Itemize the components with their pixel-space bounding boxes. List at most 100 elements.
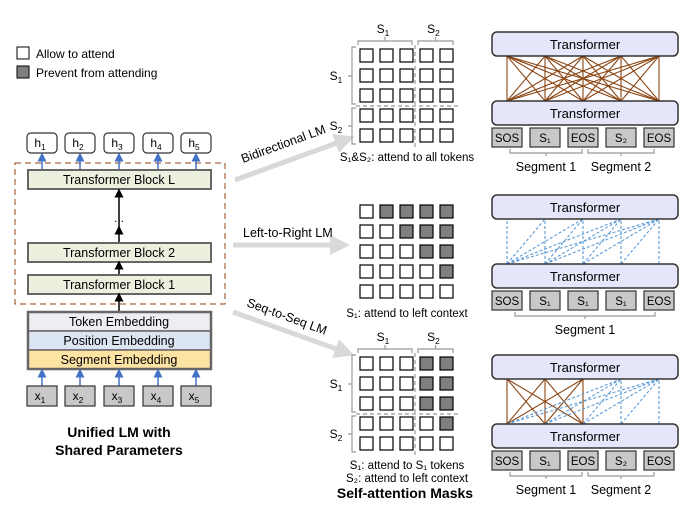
token-box xyxy=(491,290,523,311)
mask-cell-blocked xyxy=(439,264,454,279)
token-label: S₂ xyxy=(615,133,627,145)
attention-edge xyxy=(506,218,622,265)
mask-cell-allowed xyxy=(359,68,374,83)
input-label-x3: x3 xyxy=(112,389,123,405)
token-label: EOS xyxy=(647,296,672,308)
transformer-top-box xyxy=(491,194,679,220)
token-label: EOS xyxy=(571,133,596,145)
token-label: SOS xyxy=(495,296,520,308)
column-label-s1: S1 xyxy=(377,22,390,38)
input-token-box xyxy=(142,385,174,407)
mask-cell-blocked xyxy=(379,204,394,219)
attention-edge xyxy=(506,378,660,425)
attention-edge xyxy=(506,55,622,102)
mask-cell-allowed xyxy=(439,284,454,299)
mask-caption: S₁: attend to S₁ tokens xyxy=(350,460,465,472)
attention-edge xyxy=(506,378,546,425)
token-label: SOS xyxy=(495,456,520,468)
mask-cell-allowed xyxy=(379,284,394,299)
row-bracket-s2 xyxy=(348,415,356,453)
mask-cell-allowed xyxy=(379,264,394,279)
attention-edge xyxy=(620,55,660,102)
output-label-h3: h3 xyxy=(111,136,123,152)
segment-embedding-label: Segment Embedding xyxy=(61,353,178,367)
attention-edge xyxy=(582,55,660,102)
row-label-s1: S1 xyxy=(330,377,343,393)
mask-cell-allowed xyxy=(359,224,374,239)
mask-cell-allowed xyxy=(379,376,394,391)
output-label-h2: h2 xyxy=(72,136,84,152)
output-label-h1: h1 xyxy=(34,136,46,152)
left-to-right-arrow: Left-to-Right LM xyxy=(233,226,350,255)
mask-caption: S₂: attend to left context xyxy=(346,473,469,485)
segment-label: Segment 1 xyxy=(516,160,577,174)
token-label: S₁ xyxy=(615,296,627,308)
position-embedding-label: Position Embedding xyxy=(63,334,174,348)
segment-label: Segment 1 xyxy=(516,483,577,497)
mask-caption: S₁: attend to left context xyxy=(346,308,468,320)
mask-cell-allowed xyxy=(419,48,434,63)
mask-cell-allowed xyxy=(379,48,394,63)
mask-cell-allowed xyxy=(399,88,414,103)
legend-prevent-label: Prevent from attending xyxy=(36,66,157,80)
mask-cell-allowed xyxy=(399,284,414,299)
transformer-top-label: Transformer xyxy=(550,37,621,52)
segment-label: Segment 2 xyxy=(591,160,652,174)
mask-cell-allowed xyxy=(439,68,454,83)
token-box xyxy=(491,127,523,148)
column-bracket-s2 xyxy=(417,37,454,45)
attention-edge xyxy=(506,218,660,265)
mask-cell-blocked xyxy=(439,204,454,219)
input-label-x5: x5 xyxy=(189,389,200,405)
attention-edge xyxy=(506,55,584,102)
token-label: S₂ xyxy=(615,456,627,468)
seq-to-seq-arrow: Seq-to-Seq LM xyxy=(232,296,355,359)
attention-edge xyxy=(544,378,660,425)
objective-arrows: Bidirectional LM Left-to-Right LM Seq-to… xyxy=(232,122,355,359)
mask-cell-allowed xyxy=(399,416,414,431)
mask-cell-allowed xyxy=(379,68,394,83)
mask-cell-allowed xyxy=(359,436,374,451)
mask-caption: S₁&S₂: attend to all tokens xyxy=(340,152,475,164)
token-box xyxy=(567,450,599,471)
column-label-s1: S1 xyxy=(377,330,390,346)
attention-edge xyxy=(620,218,660,265)
attention-connections xyxy=(506,55,660,102)
token-box xyxy=(529,450,561,471)
model-caption-line2: Shared Parameters xyxy=(55,442,183,458)
mask-cell-allowed xyxy=(399,396,414,411)
row-bracket-s1 xyxy=(348,354,356,413)
token-box xyxy=(567,127,599,148)
mask-cell-allowed xyxy=(359,264,374,279)
mask-cell-allowed xyxy=(359,396,374,411)
mask-cell-allowed xyxy=(359,376,374,391)
transformer-top-label: Transformer xyxy=(550,360,621,375)
mask-cell-allowed xyxy=(379,244,394,259)
token-box xyxy=(605,290,637,311)
mask-cell-allowed xyxy=(419,108,434,123)
mask-cell-blocked xyxy=(419,204,434,219)
mask-cell-allowed xyxy=(359,244,374,259)
mask-cell-allowed xyxy=(359,284,374,299)
mask-cell-allowed xyxy=(379,416,394,431)
mask-cell-allowed xyxy=(439,48,454,63)
mask-cell-allowed xyxy=(379,128,394,143)
mask-cell-allowed xyxy=(399,244,414,259)
column-label-s2: S2 xyxy=(427,330,440,346)
segment-bracket xyxy=(514,312,656,319)
mask-cell-allowed xyxy=(399,356,414,371)
mask-cell-blocked xyxy=(439,376,454,391)
segment-bracket xyxy=(509,472,583,479)
token-label: S₁ xyxy=(539,296,551,308)
mask-cell-allowed xyxy=(399,436,414,451)
output-label-h4: h4 xyxy=(150,136,162,152)
attention-edge xyxy=(620,378,660,425)
mask-cell-allowed xyxy=(439,108,454,123)
transformer-block-1-label: Transformer Block 1 xyxy=(63,278,175,292)
mask-cell-blocked xyxy=(439,244,454,259)
token-box xyxy=(529,127,561,148)
token-box xyxy=(491,450,523,471)
